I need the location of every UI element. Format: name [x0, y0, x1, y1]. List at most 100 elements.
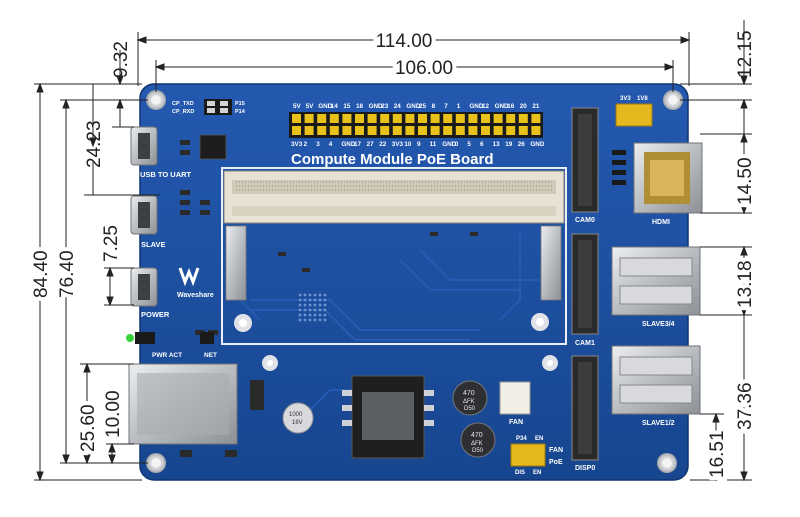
dim-left-eth-b: 10.00: [103, 390, 124, 438]
gpio-top-label: 18: [356, 103, 364, 110]
gpio-pin: [531, 126, 541, 135]
gpio-pin: [506, 114, 516, 123]
gpio-top-label: GND: [495, 103, 509, 110]
svg-text:470: 470: [463, 390, 475, 397]
gpio-pin: [380, 114, 390, 123]
svg-text:ΔFK: ΔFK: [463, 399, 475, 405]
gpio-top-label: 7: [444, 103, 448, 110]
gpio-bottom-label: 11: [430, 141, 437, 148]
svg-text:D50: D50: [464, 406, 476, 412]
fan-connector: [499, 381, 531, 415]
gpio-top-label: 16: [507, 103, 515, 110]
gpio-pin: [405, 114, 415, 123]
dim-left-usb-gap: 7.25: [101, 225, 122, 262]
gpio-pin: [430, 126, 440, 135]
gpio-pin: [418, 126, 427, 135]
dis-label: DIS: [515, 470, 525, 476]
cap-470uf-b: 470 ΔFK D50: [460, 422, 496, 458]
net-led: [200, 332, 214, 344]
dim-right-top: 12.15: [735, 30, 756, 78]
gpio-pin: [455, 126, 465, 135]
gpio-bottom-label: 13: [493, 141, 501, 148]
dim-left-uart: 24.23: [84, 120, 105, 168]
dimension-lines: [34, 20, 752, 482]
gpio-bottom-label: 5: [467, 141, 471, 148]
disp0-label: DISP0: [575, 465, 595, 472]
v33-label: 3V3: [620, 96, 631, 102]
gpio-pin: [392, 114, 402, 123]
gpio-bottom-label: 3: [316, 141, 320, 148]
gpio-pin: [292, 126, 301, 135]
gpio-pin: [304, 114, 314, 123]
gpio-bottom-label: 27: [367, 141, 375, 148]
power-label: POWER: [141, 310, 170, 319]
gpio-pin: [317, 114, 327, 123]
svg-text:1000: 1000: [289, 412, 303, 418]
dim-top-outer: 114.00: [376, 31, 433, 52]
gpio-bottom-label: GND: [442, 141, 456, 148]
hdmi-label: HDMI: [652, 219, 670, 226]
gpio-top-label: 15: [343, 103, 351, 110]
dim-right-usb-b: 37.36: [735, 382, 756, 430]
gpio-top-label: 25: [419, 103, 427, 110]
gpio-bottom-label: 4: [329, 141, 333, 148]
gpio-top-label: GND: [406, 103, 420, 110]
dim-left-small: 9.32: [111, 41, 132, 78]
gpio-top-label: 21: [532, 103, 540, 110]
poe-jumper: [510, 443, 546, 467]
gpio-bottom-label: 3V3: [392, 141, 404, 148]
gpio-pin: [405, 126, 415, 135]
gpio-pin: [292, 114, 301, 123]
gpio-bottom-label: GND: [530, 141, 544, 148]
cp-txd-label: CP_TXD: [172, 101, 194, 107]
gpio-bottom-label: 17: [354, 141, 362, 148]
gpio-top-label: 14: [331, 103, 339, 110]
usb-uart-label: USB TO UART: [140, 170, 192, 179]
brand-label: Waveshare: [177, 292, 214, 299]
gpio-pin: [380, 126, 390, 135]
slave-usb-port: [130, 195, 158, 235]
usb-a-slave12: [611, 345, 701, 415]
gpio-pin: [481, 126, 490, 135]
v18-label: 1V8: [637, 96, 648, 102]
gpio-pin: [329, 126, 339, 135]
gpio-pin: [468, 126, 478, 135]
hdmi-leds: [612, 150, 626, 185]
gpio-pin: [342, 126, 352, 135]
gpio-pin: [531, 114, 541, 123]
cam0-connector: [571, 107, 599, 213]
gpio-pin: [329, 114, 339, 123]
gpio-top-label: 5V: [306, 103, 315, 110]
gpio-pin: [443, 126, 453, 135]
pwr-act-label: PWR ACT: [152, 352, 182, 359]
gpio-bottom-label: 26: [518, 141, 526, 148]
gpio-top-label: 1: [457, 103, 461, 110]
slave34-label: SLAVE3/4: [642, 321, 675, 328]
gpio-pin: [493, 114, 503, 123]
disp0-connector: [571, 355, 599, 461]
dim-right-usb: 13.18: [735, 260, 756, 308]
net-label: NET: [204, 352, 217, 359]
gpio-top-label: 12: [482, 103, 490, 110]
pwr-led: [126, 332, 155, 344]
gpio-bottom-label: 3V3: [291, 141, 303, 148]
svg-text:16V: 16V: [292, 420, 303, 426]
gpio-bottom-label: 19: [505, 141, 513, 148]
gpio-pin: [418, 114, 427, 123]
en2-label: EN: [533, 470, 541, 476]
gpio-bottom-label: 6: [480, 141, 484, 148]
svg-text:470: 470: [471, 432, 483, 439]
slave-label: SLAVE: [141, 240, 165, 249]
gpio-pin: [355, 126, 364, 135]
gpio-pin: [518, 114, 528, 123]
gpio-top-label: GND: [469, 103, 483, 110]
cap-470uf-a: 470 ΔFK D50: [452, 380, 488, 416]
en-label: EN: [535, 436, 543, 442]
p14-label: P14: [235, 109, 246, 115]
p15-label: P15: [235, 101, 245, 107]
gpio-bottom-label: 2: [304, 141, 308, 148]
cp-rxd-label: CP_RXD: [172, 109, 194, 115]
gpio-bottom-label: 22: [379, 141, 387, 148]
